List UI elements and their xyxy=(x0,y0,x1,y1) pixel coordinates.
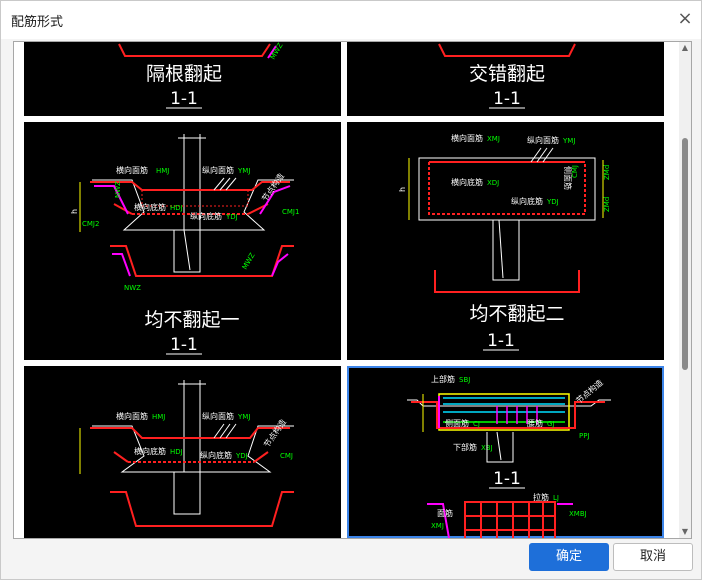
tile-caption: 隔根翻起 xyxy=(146,63,222,85)
label-side-code: CMJ xyxy=(571,165,579,178)
tile-section: 1-1 xyxy=(487,331,515,351)
pattern-tile-no-bent-2[interactable]: h 横向面筋 XMJ 纵向面筋 YMJ 横向底筋 XDJ 纵向底筋 YDJ 侧面… xyxy=(347,122,664,360)
label-bottom-transverse: 横向底筋 xyxy=(134,446,166,456)
label-mwz: MWZ xyxy=(241,251,257,271)
label-top-longitudinal: 纵向面筋 xyxy=(202,411,234,421)
label-xmbj: XMBJ xyxy=(569,510,587,518)
tile-caption: 交错翻起 xyxy=(469,63,545,85)
label-top-longitudinal-code: YMJ xyxy=(237,413,250,421)
label-bottom-longitudinal: 纵向底筋 xyxy=(511,196,543,206)
pattern-tile-variant-3[interactable]: 横向面筋 HMJ 纵向面筋 YMJ 横向底筋 HDJ 纵向底筋 YDJ CMJ … xyxy=(24,366,341,538)
pattern-drawing: MWZ 隔根翻起 1-1 xyxy=(118,42,285,109)
svg-text:h: h xyxy=(398,187,407,192)
label-bottom-longitudinal-code: YDJ xyxy=(235,452,248,460)
scroll-up-arrow-icon[interactable]: ▲ xyxy=(681,43,689,52)
pattern-tile-staggered-bent[interactable]: 交错翻起 1-1 xyxy=(347,42,664,116)
label-top-transverse-code: HMJ xyxy=(156,167,169,175)
dialog-title: 配筋形式 xyxy=(11,15,64,30)
label-bottom-longitudinal: 纵向底筋 xyxy=(190,211,222,221)
scroll-thumb[interactable] xyxy=(682,138,688,370)
cancel-button[interactable]: 取消 xyxy=(613,543,693,571)
label-bottom-longitudinal-code: YDJ xyxy=(225,213,238,221)
pattern-tile-alternate-bent[interactable]: MWZ 隔根翻起 1-1 xyxy=(24,42,341,116)
pattern-gallery: MWZ 隔根翻起 1-1 交错翻起 1-1 xyxy=(13,41,692,539)
label-tie-bar-code: LJ xyxy=(553,494,559,502)
label-bottom-transverse: 横向底筋 xyxy=(451,177,483,187)
label-bottom-transverse-code: XDJ xyxy=(487,179,499,187)
label-node: 节点构造 xyxy=(259,171,286,203)
label-top-transverse-code: XMJ xyxy=(487,135,500,143)
label-nwz: NWZ xyxy=(124,284,141,292)
title-bar: 配筋形式 × xyxy=(1,1,701,39)
label-top-longitudinal-code: YMJ xyxy=(237,167,250,175)
label-top-longitudinal-code: YMJ xyxy=(562,137,575,145)
ok-button[interactable]: 确定 xyxy=(529,543,609,571)
label-ppj: PPJ xyxy=(579,432,590,440)
label-side-bar: 侧面筋 xyxy=(445,418,469,428)
label-bottom-longitudinal-code: YDJ xyxy=(546,198,559,206)
pattern-drawing: 上部筋 SBJ 侧面筋 CJ 腰筋 GJ 下部筋 XBJ PPJ 节点构造 1-… xyxy=(407,374,611,538)
label-waist-bar: 腰筋 xyxy=(527,418,543,428)
svg-text:ZMd: ZMd xyxy=(603,165,611,180)
label-side: 侧面筋 xyxy=(563,166,573,190)
label-bottom-bar: 下部筋 xyxy=(453,442,477,452)
svg-text:ZMd: ZMd xyxy=(603,197,611,212)
label-top-bar-code: SBJ xyxy=(459,376,470,384)
label-top-transverse-code: HMJ xyxy=(152,413,165,421)
label-top-bar: 上部筋 xyxy=(431,374,455,384)
close-icon[interactable]: × xyxy=(677,8,693,29)
label-top-longitudinal: 纵向面筋 xyxy=(527,135,559,145)
label-face-bar: 面筋 xyxy=(437,508,453,518)
pattern-drawing: 交错翻起 1-1 xyxy=(438,43,576,109)
label-top-transverse: 横向面筋 xyxy=(451,133,483,143)
label-xmj: XMJ xyxy=(431,522,444,530)
label-tie-bar: 拉筋 xyxy=(533,492,549,502)
label-top-transverse: 横向面筋 xyxy=(116,165,148,175)
tile-caption: 均不翻起一 xyxy=(144,309,239,331)
label-side-bar-code: CJ xyxy=(473,420,480,428)
label-node: 节点构造 xyxy=(261,417,288,449)
label-cmj: CMJ xyxy=(280,452,293,460)
tile-caption: 均不翻起二 xyxy=(469,303,564,325)
label-top-longitudinal: 纵向面筋 xyxy=(202,165,234,175)
tile-section: 1-1 xyxy=(493,469,521,489)
pattern-tile-variant-4-selected[interactable]: 上部筋 SBJ 侧面筋 CJ 腰筋 GJ 下部筋 XBJ PPJ 节点构造 1-… xyxy=(347,366,664,538)
tile-section: 1-1 xyxy=(493,89,521,109)
label-bottom-transverse-code: HDJ xyxy=(170,448,183,456)
label-bottom-transverse: 横向底筋 xyxy=(134,202,166,212)
svg-text:h: h xyxy=(70,209,79,214)
pattern-drawing: h 横向面筋 HMJ 纵向面筋 YMJ 横向底筋 HDJ 纵向底筋 YDJ CM… xyxy=(70,134,299,355)
pattern-drawing: 横向面筋 HMJ 纵向面筋 YMJ 横向底筋 HDJ 纵向底筋 YDJ CMJ … xyxy=(79,380,294,527)
pattern-tile-no-bent-1[interactable]: h 横向面筋 HMJ 纵向面筋 YMJ 横向底筋 HDJ 纵向底筋 YDJ CM… xyxy=(24,122,341,360)
svg-text:MWZ: MWZ xyxy=(269,42,285,61)
svg-text:NWZ: NWZ xyxy=(114,181,122,198)
scroll-down-arrow-icon[interactable]: ▼ xyxy=(681,527,689,536)
vertical-scrollbar[interactable]: ▲ ▼ xyxy=(679,42,691,538)
tile-section: 1-1 xyxy=(170,335,198,355)
label-bottom-transverse-code: HDJ xyxy=(170,204,183,212)
label-cmj2: CMJ2 xyxy=(82,220,99,228)
label-cmj1: CMJ1 xyxy=(282,208,299,216)
label-bottom-longitudinal: 纵向底筋 xyxy=(200,450,232,460)
tile-section: 1-1 xyxy=(170,89,198,109)
pattern-drawing: h 横向面筋 XMJ 纵向面筋 YMJ 横向底筋 XDJ 纵向底筋 YDJ 侧面… xyxy=(398,133,611,351)
label-waist-bar-code: GJ xyxy=(547,420,555,428)
label-top-transverse: 横向面筋 xyxy=(116,411,148,421)
